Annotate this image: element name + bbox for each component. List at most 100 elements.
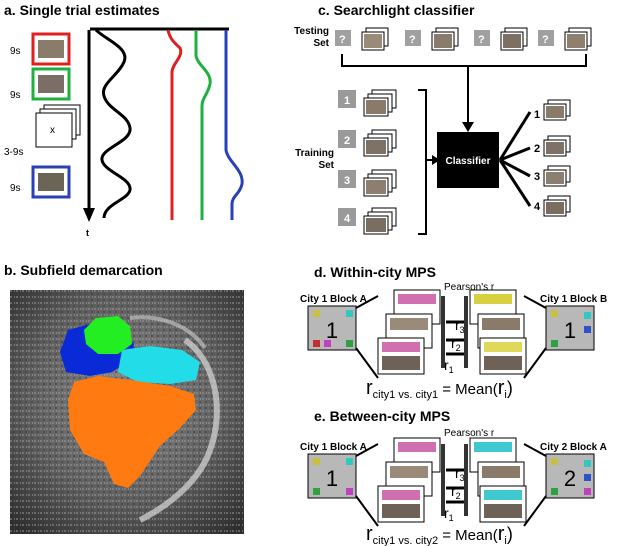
voxel-pattern-bar [464,296,468,368]
fan-line [523,347,547,379]
image-stack-thumbnail [434,34,452,48]
image-thumbnail [398,442,436,452]
image-thumbnail [484,342,522,352]
trial-thumbnail [38,173,64,191]
classifier-label: Classifier [445,156,490,167]
r-label: r3 [455,317,465,335]
category-square [338,90,356,108]
output-class-label: 1 [534,109,540,121]
testing-set-bracket [341,54,587,67]
color-marker [551,310,558,317]
r-label: r1 [444,505,454,523]
output-class-label: 4 [534,201,541,213]
panel-d-title: d. Within-city MPS [314,264,436,280]
color-marker [313,340,320,347]
category-number: 2 [344,135,350,147]
color-marker [313,310,320,317]
fan-line [355,295,379,309]
voxel-pattern-bar [441,296,445,368]
image-stack-thumbnail [366,218,386,232]
category-number: 3 [344,175,350,187]
unknown-symbol: ? [409,34,416,46]
image-thumbnail [382,342,420,352]
color-marker [551,488,558,495]
color-marker [551,458,558,465]
training-item: 3 [338,169,397,197]
duration-label: 3-9s [4,147,24,158]
image-stack-thumbnail [366,140,386,154]
summed-response-curve [94,28,132,219]
left-block-label: City 1 Block A [300,294,367,305]
output-arrow [498,159,532,207]
r-label: r2 [451,335,461,353]
red-trial-response [166,29,183,220]
unknown-category-square [474,30,490,46]
unknown-symbol: ? [339,34,346,46]
color-marker [584,488,591,495]
color-marker [584,460,591,467]
voxel-pattern-bar [464,444,468,516]
color-marker [551,340,558,347]
unknown-category-square [335,30,351,46]
r-label: r1 [444,357,454,375]
category-number: 1 [344,95,350,107]
panel-c-title: c. Searchlight classifier [318,2,475,18]
image-thumbnail [382,490,420,500]
training-item: 2 [338,129,397,157]
r-label: r3 [455,465,465,483]
color-marker [313,488,320,495]
image-thumbnail [484,356,522,370]
duration-label: 9s [10,183,21,194]
duration-label: 9s [10,46,21,57]
fixation-box [35,112,73,148]
training-item: 1 [338,89,397,117]
mri-subfield-image [10,290,244,534]
testing-set-label-line2: Set [313,38,329,49]
color-marker [346,310,353,317]
training-set-label: Training [295,148,334,159]
block-number: 1 [326,318,338,343]
panel-e-title: e. Between-city MPS [314,408,451,424]
testing-item: ? [474,27,528,51]
right-block-label: City 2 Block A [540,442,607,453]
image-stack-thumbnail [546,142,564,154]
time-axis-arrowhead [83,208,95,222]
image-stack-thumbnail [364,34,382,48]
fixation-symbol: x [50,125,55,136]
training-set-label-line2: Set [318,160,334,171]
green-trial-response [194,30,212,220]
color-marker [584,312,591,319]
trial-thumbnail [38,75,64,93]
color-marker [346,458,353,465]
block-number: 1 [326,466,338,491]
block-number: 1 [564,318,576,343]
unknown-symbol: ? [478,34,485,46]
testing-item: ? [335,27,389,51]
color-marker [313,458,320,465]
panel-b-title: b. Subfield demarcation [4,262,163,278]
subfield-green [84,316,132,354]
category-square [338,170,356,188]
voxel-pattern-bar [441,444,445,516]
image-thumbnail [474,442,512,452]
training-set-bracket [418,89,427,235]
color-marker [584,326,591,333]
output-class-label: 3 [534,171,540,183]
unknown-symbol: ? [542,34,549,46]
subfield-cyan [118,346,200,384]
mps-formula: rcity1 vs. city1 = Mean(ri) [366,377,513,401]
image-stack-thumbnail [366,100,386,114]
block-number: 2 [564,466,576,491]
color-marker [324,340,331,347]
image-stack-thumbnail [546,202,564,214]
color-marker [346,340,353,347]
training-item: 4 [338,207,397,235]
training-arrowhead [432,155,440,165]
fan-line [355,495,379,527]
blue-trial-response [224,30,244,220]
r-label: r2 [451,483,461,501]
output-arrow [499,158,531,178]
panel-a-title: a. Single trial estimates [4,2,160,18]
